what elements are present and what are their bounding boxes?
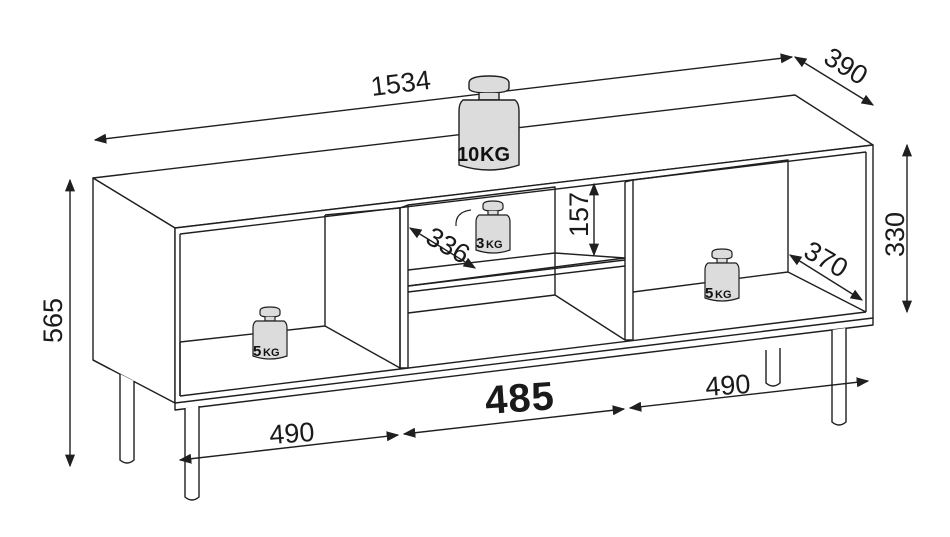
label-width: 1534 (369, 65, 432, 102)
label-shelf-height: 157 (564, 192, 594, 237)
dim-line-right-width (628, 377, 870, 412)
weight-5kg-right-icon: 5 KG (704, 248, 740, 302)
label-depth: 390 (819, 42, 873, 91)
weight-10kg-unit: KG (480, 144, 510, 166)
weight-5kg-right-unit: KG (715, 289, 732, 301)
dim-line-shelf-depth (408, 227, 477, 269)
label-cabinet-height: 330 (880, 212, 910, 257)
label-total-height: 565 (38, 298, 68, 343)
weight-5kg-left-number: 5 (253, 343, 261, 360)
leg-front-left (184, 406, 200, 501)
divider-right (624, 179, 634, 341)
label-middle-width: 485 (484, 374, 557, 423)
weight-5kg-left-icon: 5 KG (252, 306, 288, 360)
leg-front-right (831, 328, 847, 426)
weight-10kg-number: 10 (457, 144, 479, 166)
dim-line-left-width (178, 431, 400, 464)
dimension-lines (64, 53, 913, 468)
dim-line-side-depth (788, 254, 864, 301)
weight-5kg-left-unit: KG (263, 347, 280, 359)
weight-3kg-unit: KG (486, 239, 503, 251)
divider-left (399, 204, 409, 369)
dim-line-middle-width (402, 405, 626, 438)
label-left-width: 490 (268, 417, 315, 450)
label-right-width: 490 (704, 369, 751, 402)
weight-3kg-number: 3 (476, 235, 484, 252)
leg-back-right (765, 348, 781, 387)
dim-line-depth (793, 56, 875, 106)
dim-line-width (93, 53, 794, 144)
weight-5kg-right-number: 5 (705, 285, 713, 302)
weight-3kg-icon: 3 KG (455, 200, 511, 254)
leg-back-left (119, 374, 135, 464)
weight-10kg-icon: 10 KG (457, 75, 520, 171)
